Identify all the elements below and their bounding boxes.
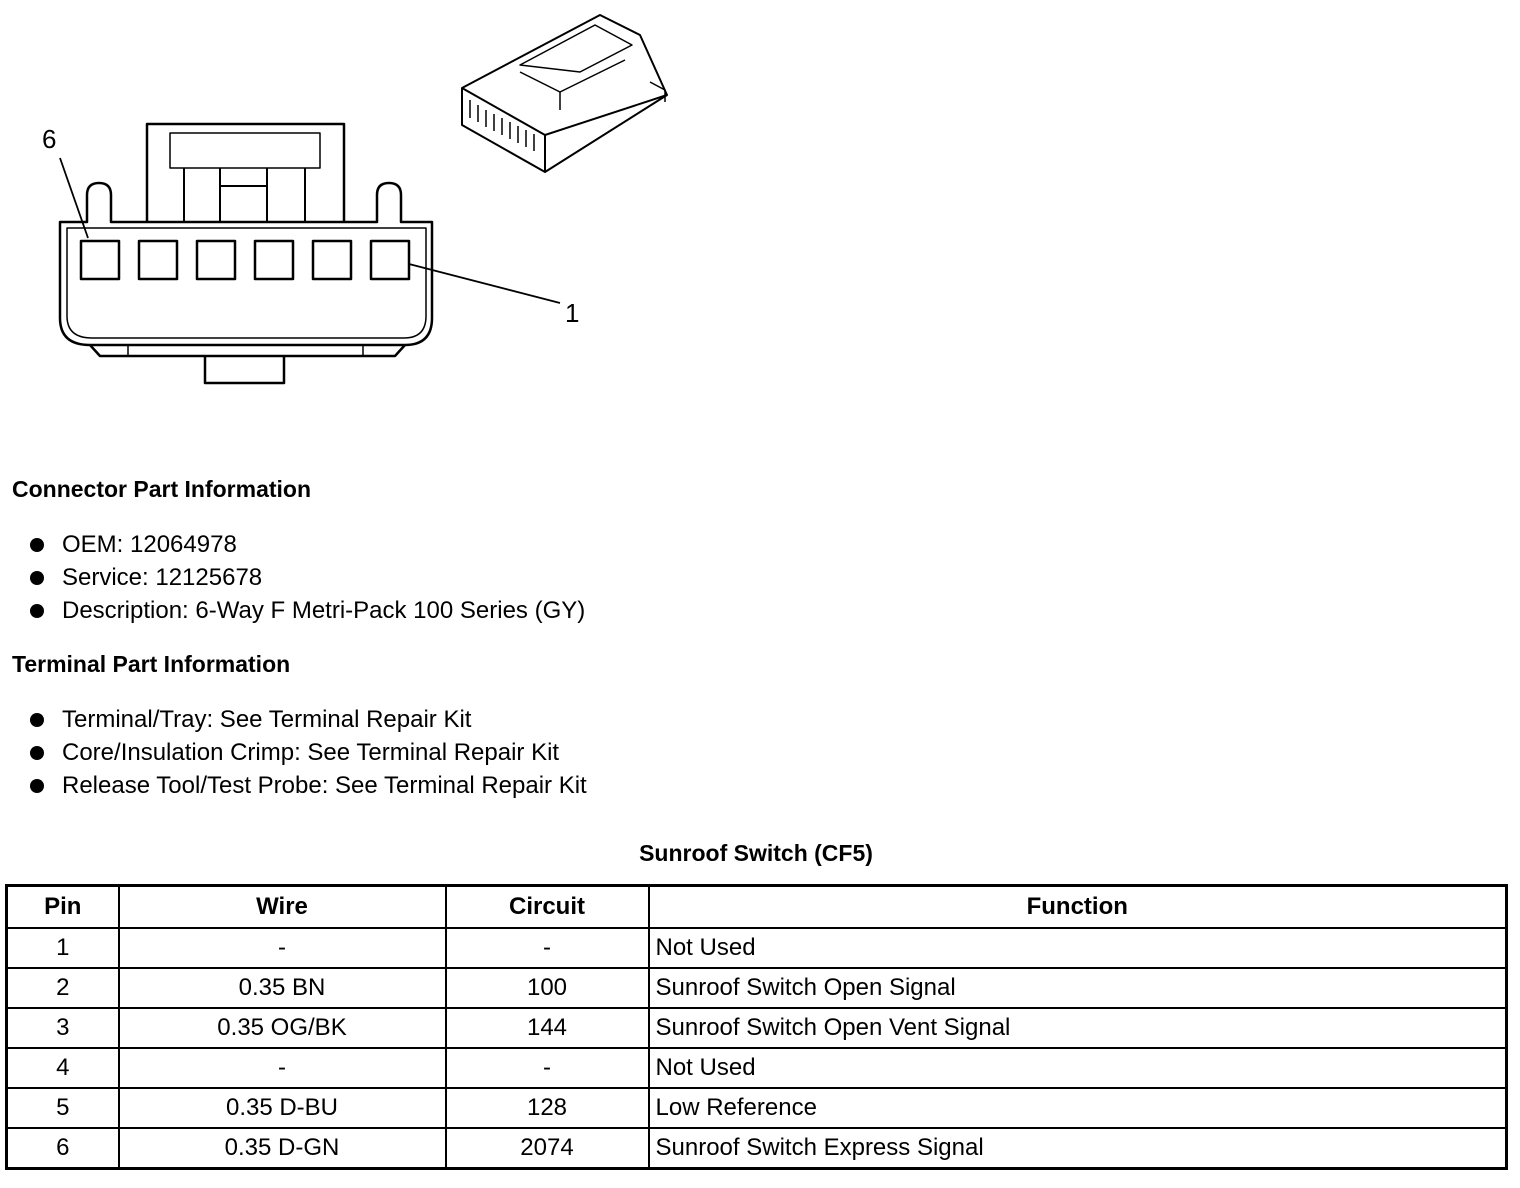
function-cell: Low Reference — [647, 1087, 1508, 1129]
table-title: Sunroof Switch (CF5) — [639, 840, 873, 866]
circuit-cell: - — [444, 927, 650, 969]
circuit-cell: 128 — [444, 1087, 650, 1129]
circuit-cell: 2074 — [444, 1127, 650, 1170]
pinout-table: Pin Wire Circuit Function 1 - - Not Used… — [5, 884, 1508, 1170]
table-row: 6 0.35 D-GN 2074 Sunroof Switch Express … — [5, 1127, 1508, 1170]
list-item: Description: 6-Way F Metri-Pack 100 Seri… — [30, 594, 585, 627]
wire-cell: 0.35 OG/BK — [117, 1007, 447, 1049]
pin-cell: 5 — [5, 1087, 120, 1129]
connector-part-heading: Connector Part Information — [12, 476, 312, 502]
list-item: Service: 12125678 — [30, 561, 585, 594]
terminal-part-heading: Terminal Part Information — [12, 651, 291, 677]
function-cell: Sunroof Switch Open Vent Signal — [647, 1007, 1508, 1049]
list-item: OEM: 12064978 — [30, 528, 585, 561]
pin-cell: 6 — [5, 1127, 120, 1170]
list-item: Release Tool/Test Probe: See Terminal Re… — [30, 769, 587, 802]
wire-cell: - — [117, 927, 447, 969]
column-header-pin: Pin — [5, 884, 120, 929]
connector-diagram: 6 1 — [42, 14, 668, 385]
table-row: 2 0.35 BN 100 Sunroof Switch Open Signal — [5, 967, 1508, 1009]
pin-1-label: 1 — [565, 298, 579, 328]
table-row: 3 0.35 OG/BK 144 Sunroof Switch Open Ven… — [5, 1007, 1508, 1049]
pin-6-label: 6 — [42, 124, 56, 154]
circuit-cell: 100 — [444, 967, 650, 1009]
pin-cell: 2 — [5, 967, 120, 1009]
list-item: Core/Insulation Crimp: See Terminal Repa… — [30, 736, 587, 769]
wire-cell: 0.35 D-BU — [117, 1087, 447, 1129]
pin-cell: 4 — [5, 1047, 120, 1089]
wire-cell: 0.35 BN — [117, 967, 447, 1009]
function-cell: Sunroof Switch Express Signal — [647, 1127, 1508, 1170]
table-row: 4 - - Not Used — [5, 1047, 1508, 1089]
function-cell: Not Used — [647, 1047, 1508, 1089]
column-header-wire: Wire — [117, 884, 447, 929]
connector-part-list: OEM: 12064978 Service: 12125678 Descript… — [30, 528, 585, 627]
circuit-cell: 144 — [444, 1007, 650, 1049]
function-cell: Not Used — [647, 927, 1508, 969]
pin-cell: 1 — [5, 927, 120, 969]
wire-cell: - — [117, 1047, 447, 1089]
circuit-cell: - — [444, 1047, 650, 1089]
pin-cell: 3 — [5, 1007, 120, 1049]
wire-cell: 0.35 D-GN — [117, 1127, 447, 1170]
terminal-part-list: Terminal/Tray: See Terminal Repair Kit C… — [30, 703, 587, 802]
function-cell: Sunroof Switch Open Signal — [647, 967, 1508, 1009]
connector-isometric-view — [461, 14, 668, 173]
connector-face-view — [58, 122, 561, 385]
table-row: 1 - - Not Used — [5, 927, 1508, 969]
table-row: 5 0.35 D-BU 128 Low Reference — [5, 1087, 1508, 1129]
column-header-circuit: Circuit — [444, 884, 650, 929]
column-header-function: Function — [647, 884, 1508, 929]
table-header-row: Pin Wire Circuit Function — [5, 884, 1508, 929]
list-item: Terminal/Tray: See Terminal Repair Kit — [30, 703, 587, 736]
